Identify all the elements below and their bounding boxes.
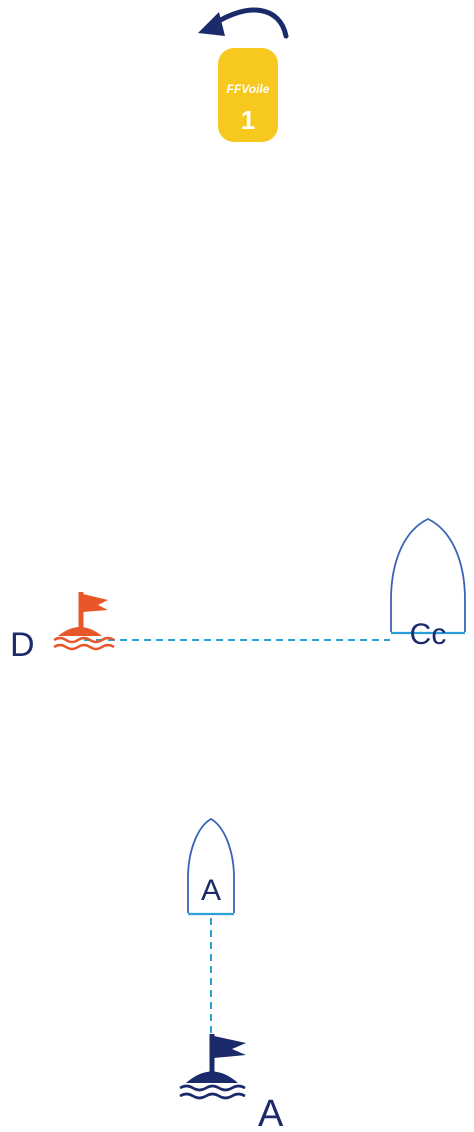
navy-flag-buoy-icon	[179, 1034, 246, 1100]
start-pin-label: D	[10, 626, 35, 664]
boat-a: A	[187, 817, 235, 916]
mark-1-body	[218, 48, 278, 142]
buoy-a: A	[179, 1034, 284, 1132]
committee-boat-label: Cc	[410, 618, 447, 651]
buoy-a-label: A	[258, 1093, 284, 1132]
start-pin-buoy: D	[10, 592, 115, 664]
boat-a-hull	[187, 817, 235, 913]
rounding-arrow-icon	[198, 7, 289, 39]
mark-1: FFVoile 1	[218, 48, 278, 142]
orange-flag-buoy-icon	[53, 592, 115, 651]
ffvoile-logo: FFVoile	[227, 82, 270, 96]
boat-a-label: A	[201, 874, 221, 907]
mark-1-number: 1	[241, 105, 255, 135]
committee-boat: Cc	[390, 518, 466, 651]
committee-boat-hull	[390, 518, 466, 632]
